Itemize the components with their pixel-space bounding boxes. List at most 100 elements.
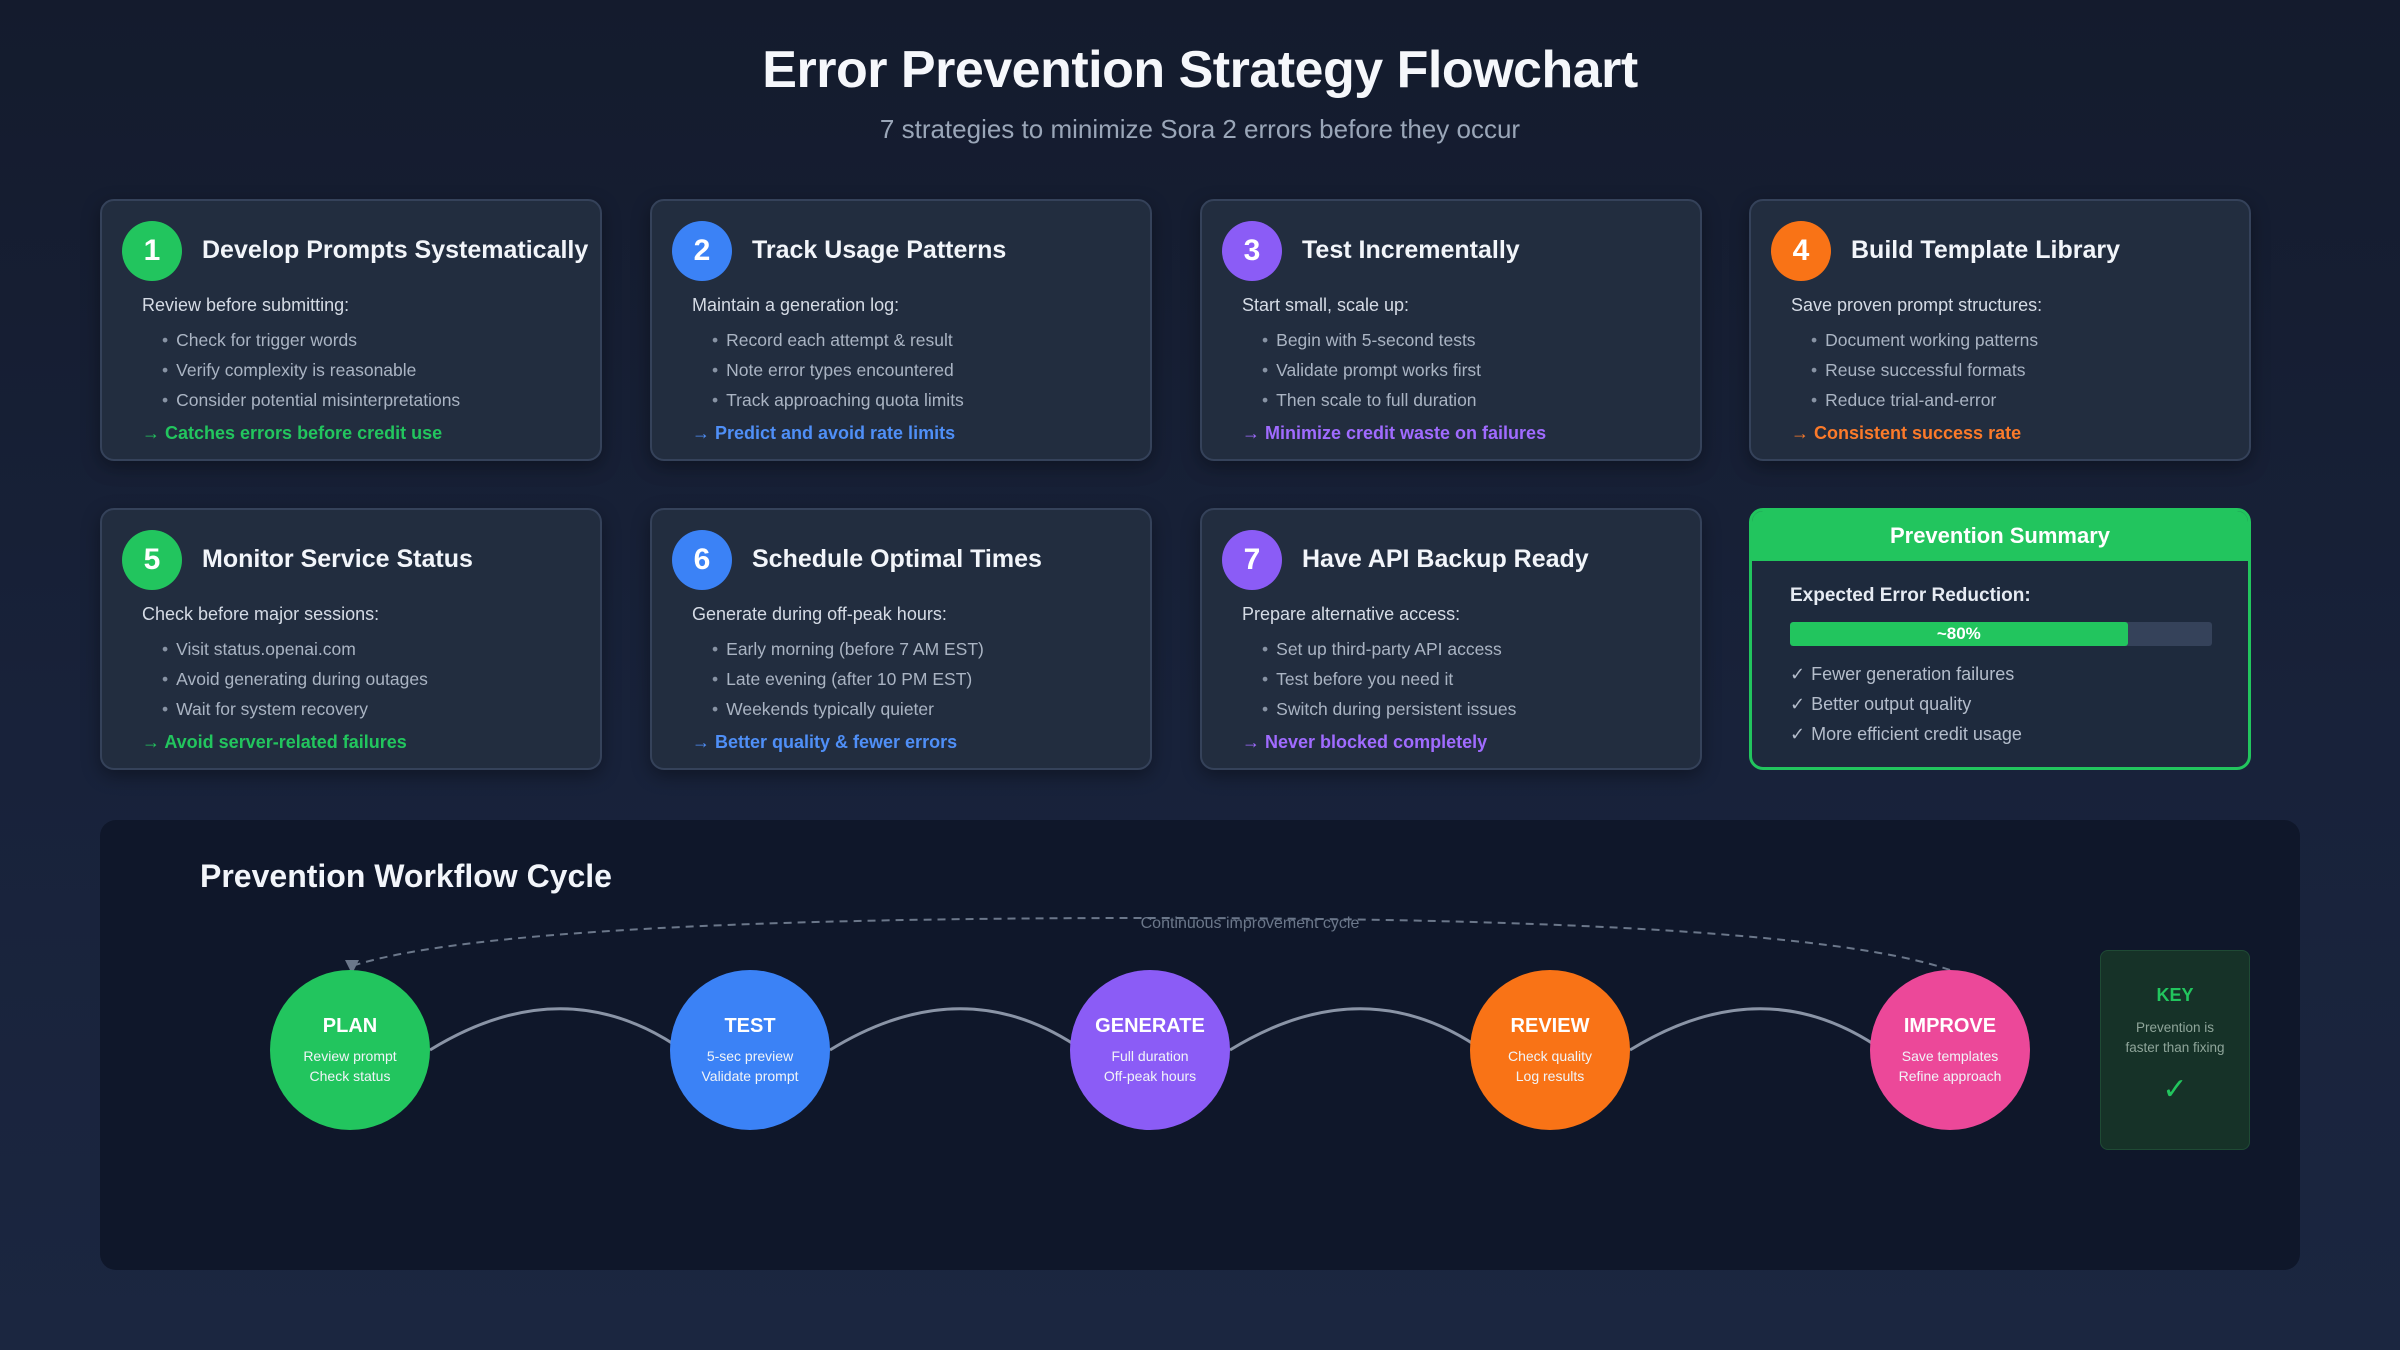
key-title: KEY xyxy=(2156,985,2194,1005)
strategy-outcome: → Catches errors before credit use xyxy=(142,423,443,443)
strategy-items: Visit status.openai.com Avoid generating… xyxy=(162,634,428,724)
page-subtitle: 7 strategies to minimize Sora 2 errors b… xyxy=(879,114,1521,144)
strategy-number-badge: 5 xyxy=(122,530,182,590)
strategy-number-badge: 4 xyxy=(1771,221,1831,281)
strategy-item: Test before you need it xyxy=(1262,664,1516,694)
strategy-items: Record each attempt & result Note error … xyxy=(712,325,964,415)
strategy-card-5: 5 Monitor Service Status Check before ma… xyxy=(100,508,602,770)
strategy-item: Verify complexity is reasonable xyxy=(162,355,460,385)
key-box: KEY Prevention is faster than fixing ✓ xyxy=(2100,950,2250,1150)
strategy-item: Visit status.openai.com xyxy=(162,634,428,664)
strategy-intro: Start small, scale up: xyxy=(1242,295,1410,315)
workflow-node-test: TEST 5-sec preview Validate prompt xyxy=(670,970,830,1130)
node-title: REVIEW xyxy=(1510,1014,1590,1037)
node-detail: 5-sec preview xyxy=(706,1047,794,1064)
workflow-connectors xyxy=(345,916,1951,1052)
strategy-intro: Check before major sessions: xyxy=(142,604,380,624)
summary-label: Expected Error Reduction: xyxy=(1790,585,2031,606)
strategy-title: Develop Prompts Systematically xyxy=(202,236,589,264)
strategy-card-2: 2 Track Usage Patterns Maintain a genera… xyxy=(650,199,1152,461)
strategy-item: Check for trigger words xyxy=(162,325,460,355)
strategy-title: Schedule Optimal Times xyxy=(752,545,1042,573)
workflow-node-improve: IMPROVE Save templates Refine approach xyxy=(1870,970,2030,1130)
strategy-item: Then scale to full duration xyxy=(1262,385,1481,415)
strategy-card-6: 6 Schedule Optimal Times Generate during… xyxy=(650,508,1152,770)
strategy-item: Track approaching quota limits xyxy=(712,385,964,415)
node-title: GENERATE xyxy=(1095,1014,1205,1037)
strategy-item: Switch during persistent issues xyxy=(1262,694,1516,724)
strategy-outcome: → Predict and avoid rate limits xyxy=(692,423,956,443)
strategy-number-badge: 7 xyxy=(1222,530,1282,590)
strategy-items: Early morning (before 7 AM EST) Late eve… xyxy=(712,634,984,724)
summary-benefits: ✓Fewer generation failures ✓Better outpu… xyxy=(1790,659,2022,749)
summary-benefit: ✓Fewer generation failures xyxy=(1790,659,2022,689)
strategy-item: Wait for system recovery xyxy=(162,694,428,724)
summary-benefit-text: Better output quality xyxy=(1811,694,1972,714)
check-icon: ✓ xyxy=(1790,694,1806,714)
strategy-intro: Generate during off-peak hours: xyxy=(692,604,947,624)
connector-review-improve xyxy=(1629,1007,1876,1052)
node-detail: Review prompt xyxy=(303,1047,397,1064)
strategy-item: Validate prompt works first xyxy=(1262,355,1481,385)
summary-benefit-text: More efficient credit usage xyxy=(1811,724,2022,744)
strategy-title: Monitor Service Status xyxy=(202,545,473,573)
workflow-title: Prevention Workflow Cycle xyxy=(200,858,612,894)
strategy-outcome: → Better quality & fewer errors xyxy=(692,732,958,752)
node-detail: Off-peak hours xyxy=(1103,1067,1197,1084)
strategy-item: Note error types encountered xyxy=(712,355,964,385)
prevention-summary-card: Prevention Summary Expected Error Reduct… xyxy=(1749,508,2251,770)
strategy-card-1: 1 Develop Prompts Systematically Review … xyxy=(100,199,602,461)
workflow-panel: Prevention Workflow Cycle Continuous imp… xyxy=(100,820,2300,1270)
strategy-intro: Save proven prompt structures: xyxy=(1791,295,2043,315)
strategy-title: Build Template Library xyxy=(1851,236,2121,264)
workflow-node-generate: GENERATE Full duration Off-peak hours xyxy=(1070,970,1230,1130)
strategy-item: Set up third-party API access xyxy=(1262,634,1516,664)
strategy-intro: Review before submitting: xyxy=(142,295,350,315)
page-title: Error Prevention Strategy Flowchart xyxy=(762,41,1638,99)
strategy-item: Reduce trial-and-error xyxy=(1811,385,2038,415)
strategy-intro: Maintain a generation log: xyxy=(692,295,900,315)
summary-benefit: ✓Better output quality xyxy=(1790,689,2022,719)
strategy-item: Early morning (before 7 AM EST) xyxy=(712,634,984,664)
node-detail: Refine approach xyxy=(1898,1067,2002,1084)
strategy-number-badge: 1 xyxy=(122,221,182,281)
strategy-card-7: 7 Have API Backup Ready Prepare alternat… xyxy=(1200,508,1702,770)
strategy-item: Begin with 5-second tests xyxy=(1262,325,1481,355)
strategy-title: Have API Backup Ready xyxy=(1302,545,1589,573)
strategy-item: Record each attempt & result xyxy=(712,325,964,355)
strategy-number-badge: 6 xyxy=(672,530,732,590)
strategy-item: Reuse successful formats xyxy=(1811,355,2038,385)
strategy-outcome: → Avoid server-related failures xyxy=(142,732,407,752)
node-title: IMPROVE xyxy=(1903,1014,1997,1037)
strategy-item: Consider potential misinterpretations xyxy=(162,385,460,415)
cycle-arrowhead xyxy=(345,960,359,974)
node-title: PLAN xyxy=(322,1014,378,1037)
strategy-items: Begin with 5-second tests Validate promp… xyxy=(1262,325,1481,415)
strategy-item: Late evening (after 10 PM EST) xyxy=(712,664,984,694)
summary-title: Prevention Summary xyxy=(1752,511,2248,561)
node-title: TEST xyxy=(724,1014,776,1037)
strategy-outcome: → Minimize credit waste on failures xyxy=(1242,423,1547,443)
key-text: Prevention is faster than fixing xyxy=(2125,1020,2225,1055)
strategy-item: Document working patterns xyxy=(1811,325,2038,355)
summary-benefit-text: Fewer generation failures xyxy=(1811,664,2015,684)
connector-generate-review xyxy=(1229,1007,1476,1052)
check-icon: ✓ xyxy=(2162,1073,2188,1106)
strategy-number-badge: 2 xyxy=(672,221,732,281)
strategy-items: Check for trigger words Verify complexit… xyxy=(162,325,460,415)
strategy-item: Weekends typically quieter xyxy=(712,694,984,724)
progress-fill: ~80% xyxy=(1790,622,2128,646)
cycle-return-arrow xyxy=(351,916,1951,971)
summary-benefit: ✓More efficient credit usage xyxy=(1790,719,2022,749)
node-detail: Full duration xyxy=(1111,1047,1189,1064)
node-detail: Save templates xyxy=(1901,1047,1999,1064)
strategy-items: Set up third-party API access Test befor… xyxy=(1262,634,1516,724)
connector-plan-test xyxy=(429,1007,676,1052)
strategy-title: Track Usage Patterns xyxy=(752,236,1007,264)
connector-test-generate xyxy=(829,1007,1076,1052)
strategy-intro: Prepare alternative access: xyxy=(1242,604,1461,624)
node-detail: Log results xyxy=(1515,1067,1585,1084)
check-icon: ✓ xyxy=(1790,724,1806,744)
workflow-node-review: REVIEW Check quality Log results xyxy=(1470,970,1630,1130)
strategy-outcome: → Consistent success rate xyxy=(1791,423,2022,443)
